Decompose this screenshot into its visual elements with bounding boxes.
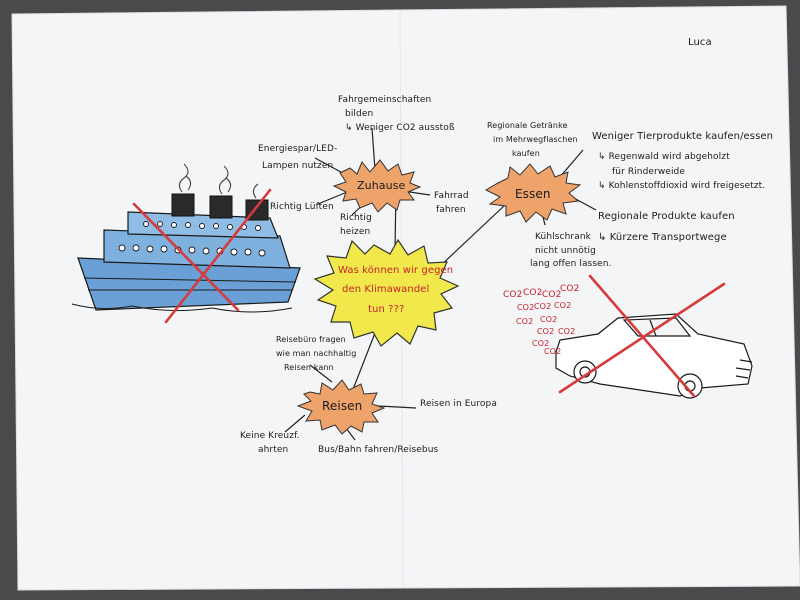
topic-essen: Essen — [515, 187, 551, 201]
co2-label: CO2 — [523, 288, 543, 298]
fahrgemeinschaften-line3: ↳ Weniger CO2 ausstoß — [345, 123, 455, 133]
zuhause-burst — [332, 159, 422, 213]
fahrrad-line1: Fahrrad — [434, 191, 469, 201]
tierprodukte-line3: für Rinderweide — [612, 167, 685, 177]
kuehlschrank-line3: lang offen lassen. — [530, 259, 612, 269]
reisebuero-line1: Reisebüro fragen — [276, 335, 346, 344]
co2-label: CO2 — [544, 347, 562, 356]
topic-zuhause: Zuhause — [357, 179, 406, 192]
fahrgemeinschaften-line1: Fahrgemeinschaften — [338, 95, 432, 105]
co2-label: CO2 — [517, 303, 535, 312]
co2-label: CO2 — [532, 339, 550, 348]
lueften-label: Richtig Lüften — [270, 202, 334, 212]
getraenke-line2: im Mehrwegflaschen — [493, 135, 578, 144]
produkte-line2: ↳ Kürzere Transportwege — [598, 232, 727, 243]
getraenke-line1: Regionale Getränke — [487, 121, 568, 130]
reisebuero-line3: Reisen kann — [284, 363, 334, 372]
co2-label: CO2 — [542, 290, 562, 300]
central-question-line1: Was können wir gegen — [338, 265, 454, 276]
central-question-line3: tun ??? — [368, 304, 405, 315]
cruise-ship-drawing — [71, 163, 301, 313]
reisebuero-line2: wie man nachhaltig — [276, 349, 357, 358]
co2-label: CO2 — [537, 327, 555, 336]
author-name: Luca — [688, 37, 712, 48]
tierprodukte-line2: ↳ Regenwald wird abgeholzt — [598, 152, 730, 162]
energiespar-line2: Lampen nutzen — [262, 161, 334, 171]
bus-bahn-label: Bus/Bahn fahren/Reisebus — [318, 445, 439, 455]
reisen-burst — [296, 379, 386, 435]
co2-label: CO2 — [534, 302, 552, 311]
topic-reisen: Reisen — [322, 399, 363, 413]
central-question-line2: den Klimawandel — [342, 284, 430, 295]
kuehlschrank-line1: Kühlschrank — [535, 232, 591, 242]
kuehlschrank-line2: nicht unnötig — [535, 246, 596, 256]
produkte-line1: Regionale Produkte kaufen — [598, 211, 735, 222]
tierprodukte-line1: Weniger Tierprodukte kaufen/essen — [592, 131, 774, 142]
getraenke-line3: kaufen — [512, 149, 540, 158]
tierprodukte-line4: ↳ Kohlenstoffdioxid wird freigesetzt. — [598, 181, 766, 191]
co2-label: CO2 — [516, 317, 534, 326]
europa-label: Reisen in Europa — [420, 399, 497, 409]
co2-label: CO2 — [554, 301, 572, 310]
fahrgemeinschaften-line2: bilden — [345, 109, 374, 119]
central-sun-shape — [313, 238, 460, 347]
fahrrad-line2: fahren — [436, 205, 466, 215]
kreuzfahrten-line2: ahrten — [258, 445, 289, 455]
car-cross-out — [558, 274, 726, 398]
energiespar-line1: Energiespar/LED- — [258, 144, 338, 154]
heizen-line1: Richtig — [340, 213, 372, 223]
heizen-line2: heizen — [340, 227, 371, 237]
car-drawing — [555, 313, 753, 399]
ship-cross-out — [132, 188, 272, 324]
kreuzfahrten-line1: Keine Kreuzf. — [240, 431, 300, 441]
co2-label: CO2 — [503, 290, 523, 300]
co2-label: CO2 — [540, 315, 558, 324]
co2-label: CO2 — [558, 327, 576, 336]
co2-label: CO2 — [560, 284, 580, 294]
essen-burst — [484, 163, 582, 223]
